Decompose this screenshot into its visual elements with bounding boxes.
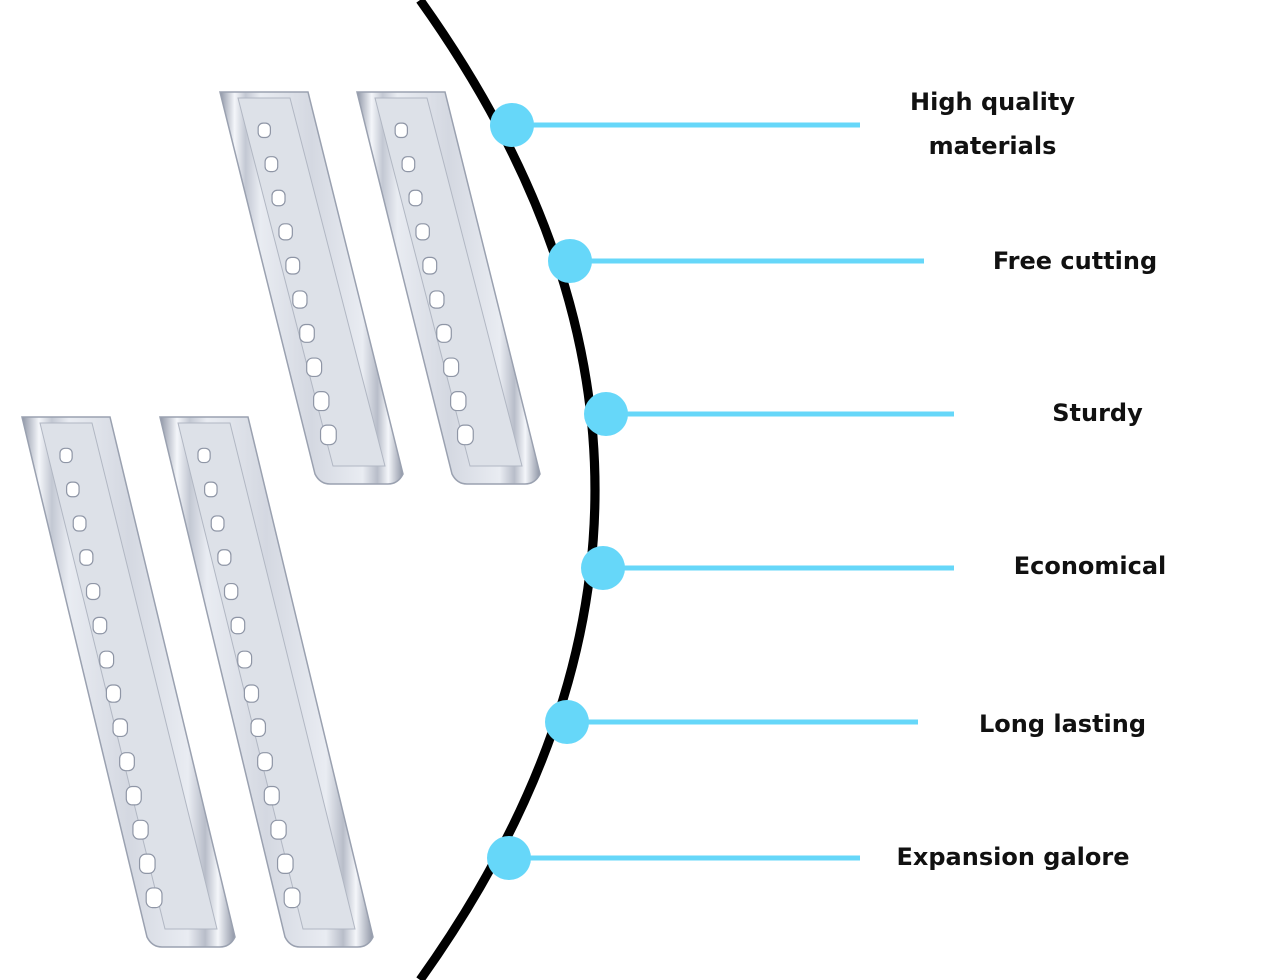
rail-slot — [230, 616, 246, 635]
rail-slot — [119, 752, 135, 772]
rail-slot — [285, 256, 301, 275]
rail-slot — [443, 357, 460, 378]
rail-slot — [401, 156, 416, 173]
rail-slot — [313, 390, 330, 412]
feature-label-expansion-galore: Expansion galore — [893, 835, 1133, 879]
rail-slot — [99, 650, 115, 669]
rail-slot — [105, 684, 122, 703]
rail-slot — [145, 887, 163, 909]
feature-connectors — [487, 103, 954, 880]
feature-label-high-quality-materials: High quality materials — [890, 80, 1095, 168]
rail-slot — [72, 515, 87, 532]
rail-slot — [204, 481, 218, 498]
din-rail-photo — [21, 91, 541, 948]
feature-label-line: Sturdy — [1052, 399, 1143, 427]
rail-slot — [237, 650, 253, 669]
rail-slot — [79, 549, 94, 566]
rail-slot — [394, 122, 408, 139]
rail-slot — [408, 189, 423, 207]
rail-slot — [125, 785, 142, 806]
rail-slot — [243, 684, 260, 703]
feature-label-line: Long lasting — [978, 710, 1147, 738]
rail-slot — [223, 582, 239, 601]
rail-slot — [92, 616, 108, 635]
din-rail — [219, 91, 404, 485]
rail-slot — [257, 752, 273, 772]
rail-channel — [374, 97, 523, 467]
rail-slot — [456, 424, 474, 446]
rail-slot — [276, 853, 294, 874]
feature-label-line: High quality — [910, 88, 1075, 116]
rail-slot — [299, 323, 315, 343]
feature-label-line: Economical — [1013, 552, 1167, 580]
din-rail — [21, 416, 236, 948]
din-rail — [159, 416, 374, 948]
rail-slot — [271, 189, 286, 207]
din-rail — [356, 91, 541, 485]
rail-slot — [59, 447, 73, 464]
rail-slot — [210, 515, 225, 532]
rail-slot — [138, 853, 156, 874]
feature-label-long-lasting: Long lasting — [975, 702, 1150, 746]
rail-slot — [264, 156, 279, 173]
connector-dot-sturdy — [584, 392, 628, 436]
connector-dot-free-cutting — [548, 239, 592, 283]
rail-slot — [292, 290, 308, 309]
feature-label-free-cutting: Free cutting — [985, 239, 1165, 283]
feature-label-line: Expansion galore — [896, 843, 1130, 871]
rail-slot — [197, 447, 211, 464]
rail-slot — [436, 323, 452, 343]
rail-slot — [66, 481, 80, 498]
feature-label-line: Free cutting — [992, 247, 1158, 275]
connector-dot-expansion-galore — [487, 836, 531, 880]
rail-slot — [270, 819, 287, 840]
rail-slot — [112, 718, 129, 738]
connector-dot-high-quality-materials — [490, 103, 534, 147]
rail-slot — [415, 223, 430, 241]
rail-slot — [263, 785, 280, 806]
connector-dot-economical — [581, 546, 625, 590]
rail-slot — [250, 718, 267, 738]
feature-label-sturdy: Sturdy — [1040, 391, 1155, 435]
rail-channel — [237, 97, 386, 467]
rail-slot — [217, 549, 232, 566]
rail-slot — [257, 122, 271, 139]
feature-label-line: materials — [928, 132, 1057, 160]
rail-slot — [306, 357, 323, 378]
rail-slot — [422, 256, 438, 275]
rail-slot — [429, 290, 445, 309]
rail-slot — [132, 819, 149, 840]
connector-dot-long-lasting — [545, 700, 589, 744]
rail-slot — [283, 887, 301, 909]
feature-label-economical: Economical — [1005, 544, 1175, 588]
rail-slot — [85, 582, 101, 601]
rail-slot — [319, 424, 337, 446]
rail-slot — [278, 223, 293, 241]
rail-slot — [450, 390, 467, 412]
